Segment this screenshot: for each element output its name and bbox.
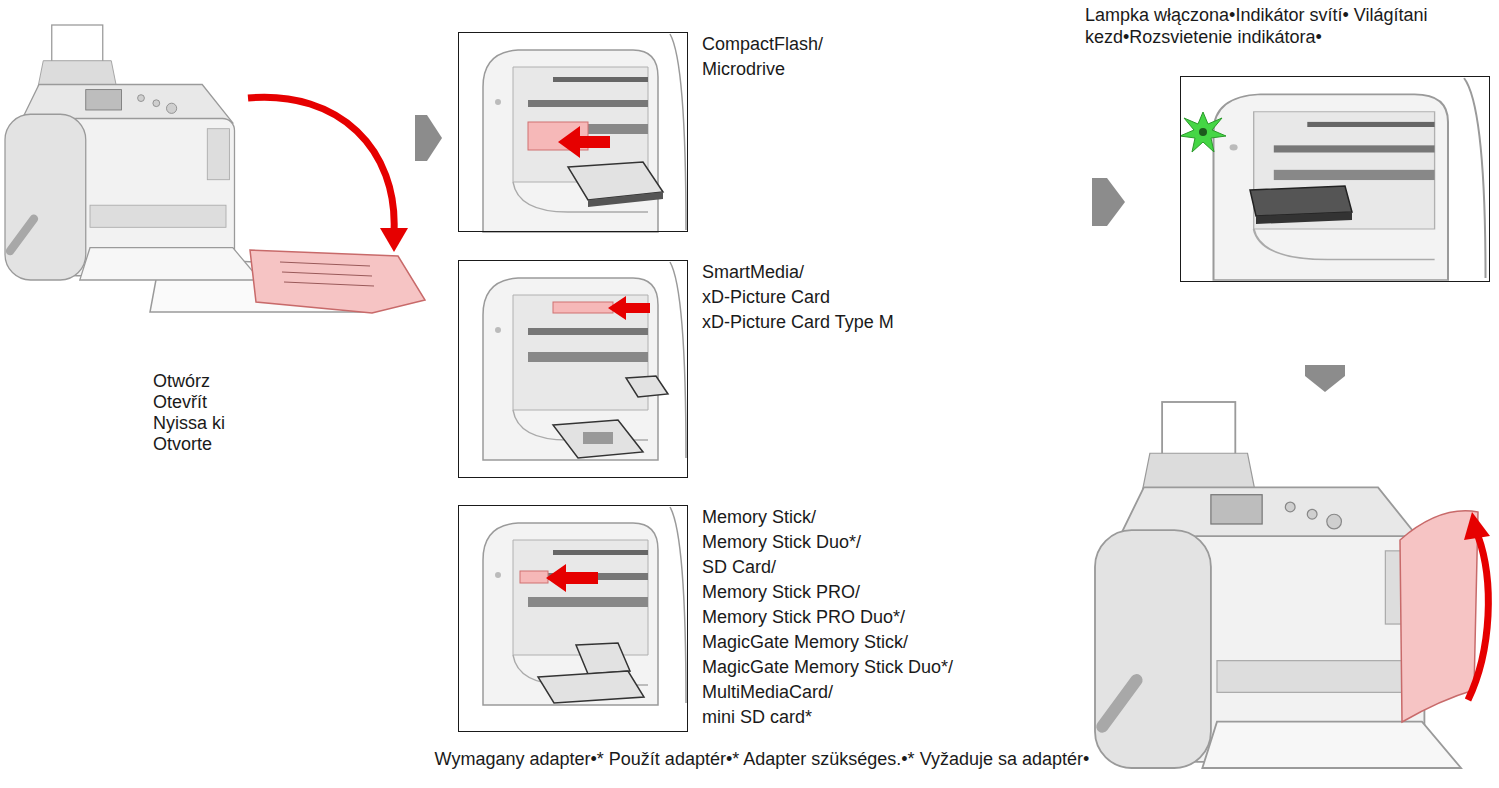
illustration-part xyxy=(608,296,650,320)
text-column: CompactFlash/Microdrive xyxy=(702,32,823,82)
card-slot-panel: CompactFlash/Microdrive xyxy=(458,32,824,232)
card-type: Memory Stick/ xyxy=(702,505,953,530)
illustration-part xyxy=(1199,128,1207,136)
illustration-part xyxy=(284,282,374,286)
card-type: SmartMedia/ xyxy=(702,260,894,285)
card-type: Microdrive xyxy=(702,57,823,82)
illustration-part xyxy=(568,162,663,200)
card-type: xD-Picture Card Type M xyxy=(702,310,894,335)
output-tray xyxy=(150,258,368,312)
card-type: MagicGate Memory Stick Duo*/ xyxy=(702,655,953,680)
closing-cover xyxy=(1400,511,1478,722)
open-arrow xyxy=(248,97,394,232)
panel-frame xyxy=(458,505,688,732)
panel-frame xyxy=(458,32,688,232)
card-type: CompactFlash/ xyxy=(702,32,823,57)
arrow-head xyxy=(380,228,408,252)
illustration-part xyxy=(546,564,598,592)
step-caption: Nyissa ki xyxy=(153,413,225,434)
output-tray xyxy=(1180,700,1415,745)
illustration-part xyxy=(1256,212,1352,224)
panel-heading: Lampka włączona•Indikátor svítí• Világít… xyxy=(1085,4,1499,48)
card-type: SD Card/ xyxy=(702,555,953,580)
close-arrow xyxy=(1468,536,1488,700)
illustration-part xyxy=(1250,186,1352,216)
illustration-part xyxy=(282,272,372,276)
illustration-part xyxy=(588,192,663,207)
text-column: SmartMedia/xD-Picture CardxD-Picture Car… xyxy=(702,260,894,335)
indicator-illustration xyxy=(1180,78,1486,280)
slot-illustration xyxy=(483,34,686,232)
card-type: mini SD card* xyxy=(702,705,953,730)
illustration-part xyxy=(280,262,370,266)
footnote: Wymagany adapter•* Použít adaptér•* Adap… xyxy=(435,749,1090,770)
panel-frame xyxy=(1180,76,1490,282)
card-type: Memory Stick PRO Duo*/ xyxy=(702,605,953,630)
illustration-part xyxy=(483,34,686,232)
cover-ribs xyxy=(280,262,374,286)
illustration-part xyxy=(538,671,644,703)
printer-close xyxy=(1095,402,1490,768)
slot-illustration xyxy=(483,262,686,460)
illustration-part xyxy=(576,643,630,674)
text-column: Memory Stick/Memory Stick Duo*/SD Card/M… xyxy=(702,505,953,730)
slot-illustration xyxy=(483,507,686,705)
illustration-part xyxy=(626,376,668,397)
illustration-part xyxy=(483,507,686,705)
open-cover xyxy=(250,250,425,313)
printer-body xyxy=(1095,402,1461,768)
card-type: MagicGate Memory Stick/ xyxy=(702,630,953,655)
illustration-part xyxy=(1214,78,1486,280)
step-caption: Otwórz xyxy=(153,371,210,392)
text-column: Lampka włączona•Indikátor svítí• Világít… xyxy=(1085,4,1499,48)
illustration-part xyxy=(1180,112,1226,152)
printer-body xyxy=(5,25,260,280)
printer-open xyxy=(5,25,425,313)
step-arrow xyxy=(1305,365,1345,392)
illustration-part xyxy=(553,302,613,313)
panel-frame xyxy=(458,260,688,478)
indicator-panel: Lampka włączona•Indikátor svítí• Világít… xyxy=(1085,4,1499,282)
illustration-part xyxy=(483,262,686,460)
card-slot-panel: SmartMedia/xD-Picture CardxD-Picture Car… xyxy=(458,260,894,478)
card-type: Memory Stick Duo*/ xyxy=(702,530,953,555)
step-arrow xyxy=(415,115,442,161)
step-arrow xyxy=(1092,178,1125,226)
illustration-part xyxy=(520,571,548,583)
card-type: Memory Stick PRO/ xyxy=(702,580,953,605)
illustration-part xyxy=(553,420,643,458)
illustration-part xyxy=(528,122,588,150)
step-caption: Otevřít xyxy=(153,392,207,413)
card-slot-panel: Memory Stick/Memory Stick Duo*/SD Card/M… xyxy=(458,505,954,732)
step-caption: Otvorte xyxy=(153,434,212,455)
card-type: MultiMediaCard/ xyxy=(702,680,953,705)
arrow-head xyxy=(1464,512,1490,540)
card-type: xD-Picture Card xyxy=(702,285,894,310)
illustration-part xyxy=(558,126,610,158)
illustration-part xyxy=(583,432,613,444)
